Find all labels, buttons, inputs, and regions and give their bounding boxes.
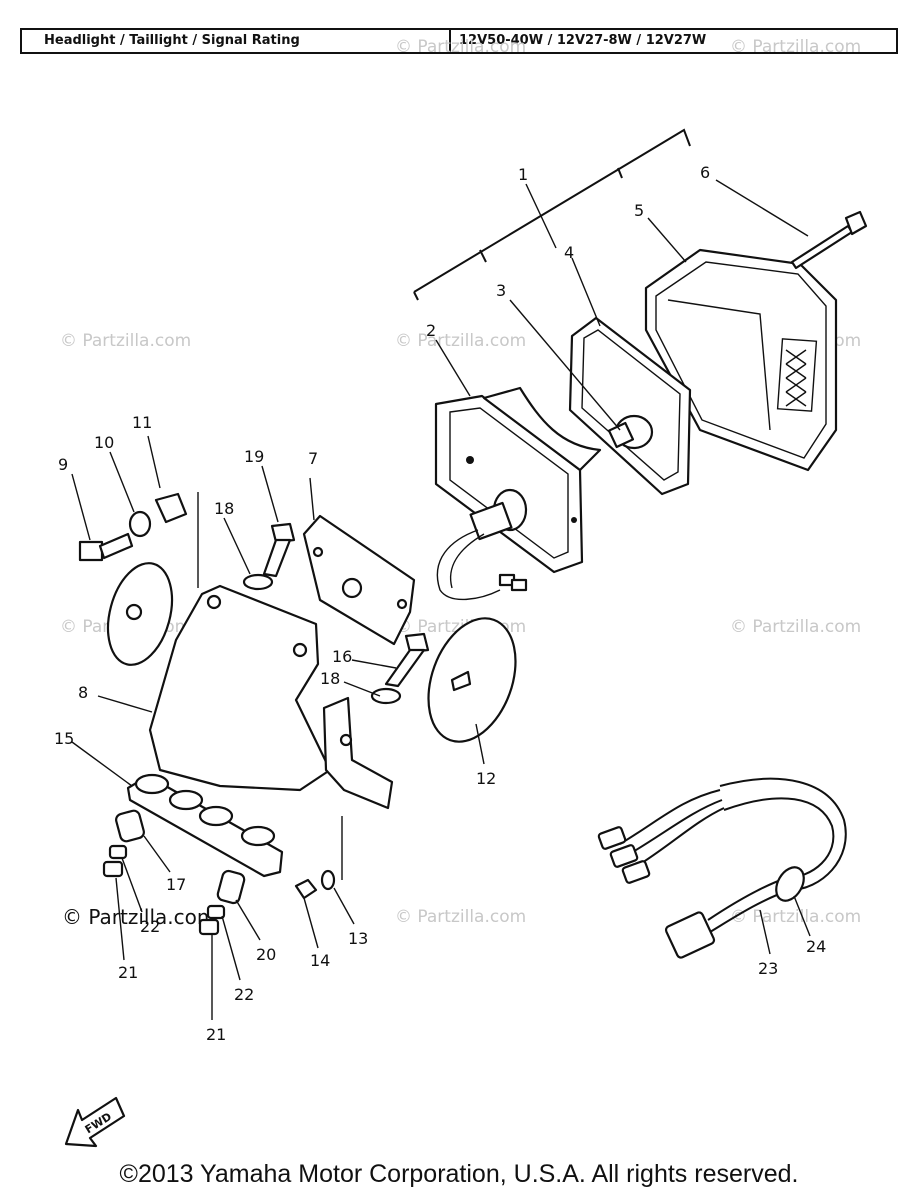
watermark-8: © Partzilla.com <box>730 617 861 637</box>
callout-15: 15 <box>54 729 74 748</box>
callout-21a: 21 <box>118 963 138 982</box>
part-24-grommet <box>775 866 805 902</box>
callout-11: 11 <box>132 413 152 432</box>
part-5-lens-housing <box>644 248 838 472</box>
callout-5: 5 <box>634 201 644 220</box>
callout-6: 6 <box>700 163 710 182</box>
leader-lines-harness <box>759 895 811 955</box>
part-12-reflector <box>427 617 517 743</box>
fwd-arrow-icon: FWD <box>64 1096 126 1148</box>
part-22b-collar <box>206 904 226 920</box>
callout-22b: 22 <box>234 985 254 1004</box>
part-11-nut <box>154 492 188 524</box>
callout-10: 10 <box>94 433 114 452</box>
part-21b-nut <box>198 918 220 936</box>
callout-21b: 21 <box>206 1025 226 1044</box>
part-21a-nut <box>102 860 124 878</box>
watermark-2: © Partzilla.com <box>730 37 861 57</box>
part-13-washer <box>320 869 336 891</box>
watermark-9: © Partzilla.com <box>395 907 526 927</box>
callout-3: 3 <box>496 281 506 300</box>
copyright-notice: ©2013 Yamaha Motor Corporation, U.S.A. A… <box>119 1160 799 1188</box>
part-14-nut <box>294 878 318 900</box>
callout-17: 17 <box>166 875 186 894</box>
part-18b-washer <box>370 687 402 705</box>
part-7-plate <box>302 514 416 646</box>
callout-18b: 18 <box>320 669 340 688</box>
part-23-harness <box>597 777 847 959</box>
callout-13: 13 <box>348 929 368 948</box>
part-3-bulb <box>607 414 654 450</box>
callout-2: 2 <box>426 321 436 340</box>
callout-24: 24 <box>806 937 826 956</box>
callout-19: 19 <box>244 447 264 466</box>
callout-16: 16 <box>332 647 352 666</box>
part-2-base <box>434 386 602 601</box>
callout-8: 8 <box>78 683 88 702</box>
part-22a-collar <box>108 844 128 860</box>
callout-22a: 22 <box>140 917 160 936</box>
callout-7: 7 <box>308 449 318 468</box>
callout-9: 9 <box>58 455 68 474</box>
watermark-4: © Partzilla.com <box>395 331 526 351</box>
part-20-grommet <box>216 869 246 905</box>
callout-20: 20 <box>256 945 276 964</box>
part-10-washer <box>128 510 152 538</box>
watermark-3: © Partzilla.com <box>60 331 191 351</box>
callout-12: 12 <box>476 769 496 788</box>
part-6-screw <box>790 210 868 270</box>
rating-value: 12V50-40W / 12V27-8W / 12V27W <box>459 33 707 48</box>
callout-1: 1 <box>518 165 528 184</box>
callout-18a: 18 <box>214 499 234 518</box>
assembly-bracket <box>413 128 691 301</box>
part-18a-washer <box>242 573 274 591</box>
watermark-dark: © Partzilla.com <box>62 905 216 929</box>
part-8-bracket <box>148 584 394 810</box>
left-reflector <box>106 562 174 666</box>
rating-table: Headlight / Taillight / Signal Rating 12… <box>20 28 898 54</box>
leader-lines-lower <box>71 435 485 1020</box>
watermark-1: © Partzilla.com <box>395 37 526 57</box>
watermark-10: © Partzilla.com <box>730 907 861 927</box>
rating-label: Headlight / Taillight / Signal Rating <box>22 30 451 52</box>
callouts: 1 2 3 4 5 6 7 8 9 10 11 12 13 14 15 16 1… <box>54 163 826 1044</box>
callout-23: 23 <box>758 959 778 978</box>
part-19-bolt <box>262 522 296 578</box>
callout-4: 4 <box>564 243 574 262</box>
leader-lines-upper <box>435 179 809 431</box>
callout-14: 14 <box>310 951 330 970</box>
part-16-bolt <box>384 632 430 688</box>
part-17-grommet <box>115 809 145 843</box>
part-9-bolt <box>78 532 134 562</box>
part-15-lamp-bar <box>126 773 284 878</box>
